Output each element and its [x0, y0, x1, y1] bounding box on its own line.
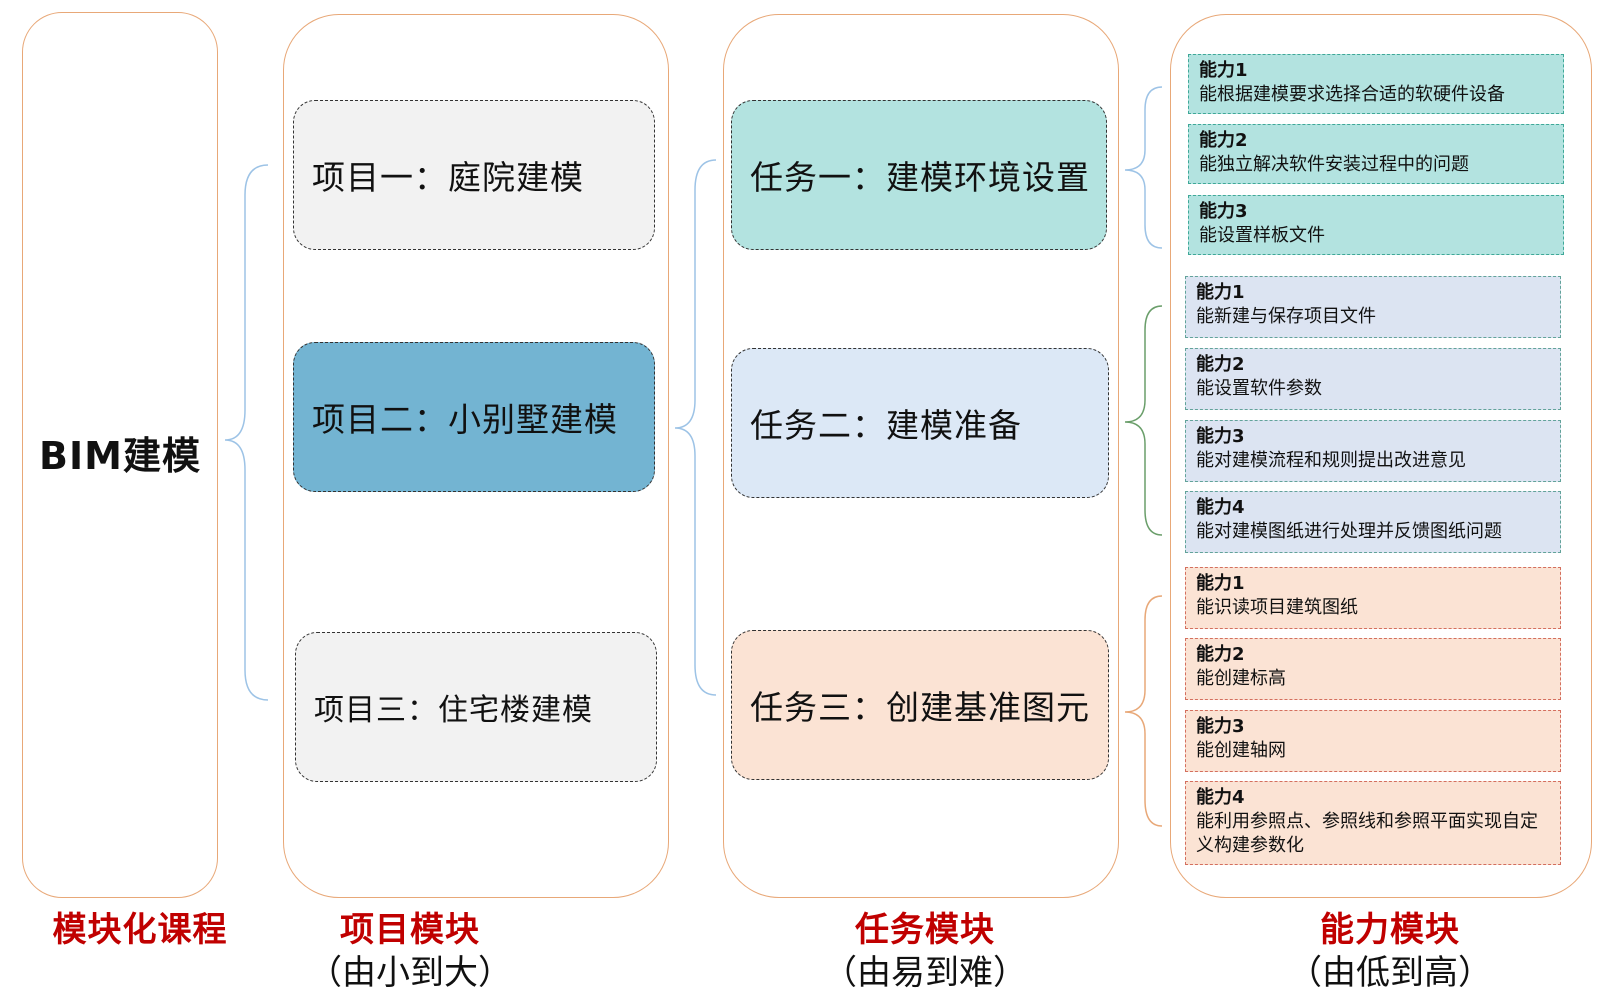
ability-box: 能力2 能创建标高: [1185, 638, 1561, 700]
ability-name: 能力4: [1196, 787, 1245, 808]
ability-name: 能力3: [1196, 426, 1245, 447]
ability-box: 能力2 能独立解决软件安装过程中的问题: [1188, 124, 1564, 184]
ability-desc: 能设置软件参数: [1196, 378, 1322, 399]
ability-desc: 能独立解决软件安装过程中的问题: [1199, 154, 1469, 175]
brace-task1-to-abilities: [1124, 86, 1163, 249]
project-box-1: 项目一：庭院建模: [293, 100, 655, 250]
brace-task2-to-abilities: [1124, 305, 1163, 536]
footer-course-title: 模块化课程: [52, 910, 228, 950]
ability-desc: 能对建模流程和规则提出改进意见: [1196, 450, 1466, 471]
footer-project-sub: （由小到大）: [308, 953, 512, 993]
footer-project-title: 项目模块: [340, 910, 480, 950]
ability-box: 能力4 能对建模图纸进行处理并反馈图纸问题: [1185, 491, 1561, 553]
course-title: BIM建模: [39, 434, 201, 478]
ability-name: 能力3: [1199, 201, 1248, 222]
brace-course-to-projects: [224, 164, 269, 701]
ability-name: 能力3: [1196, 716, 1245, 737]
ability-name: 能力2: [1196, 644, 1245, 665]
ability-desc: 能新建与保存项目文件: [1196, 306, 1376, 327]
ability-box: 能力3 能对建模流程和规则提出改进意见: [1185, 420, 1561, 482]
ability-box: 能力3 能创建轴网: [1185, 710, 1561, 772]
project-box-2: 项目二：小别墅建模: [293, 342, 655, 492]
ability-desc: 能创建标高: [1196, 668, 1286, 689]
footer-task-title: 任务模块: [855, 910, 995, 950]
footer-task-sub: （由易到难）: [823, 953, 1027, 993]
ability-name: 能力1: [1199, 60, 1248, 81]
brace-task3-to-abilities: [1124, 595, 1163, 827]
ability-name: 能力1: [1196, 282, 1245, 303]
ability-name: 能力2: [1199, 130, 1248, 151]
ability-name: 能力1: [1196, 573, 1245, 594]
ability-name: 能力4: [1196, 497, 1245, 518]
task-box-3: 任务三：创建基准图元: [731, 630, 1109, 780]
brace-project-to-tasks: [674, 159, 717, 696]
ability-desc: 能设置样板文件: [1199, 225, 1325, 246]
task-box-2: 任务二：建模准备: [731, 348, 1109, 498]
ability-desc: 能根据建模要求选择合适的软硬件设备: [1199, 84, 1505, 105]
ability-box: 能力3 能设置样板文件: [1188, 195, 1564, 255]
ability-desc: 能对建模图纸进行处理并反馈图纸问题: [1196, 521, 1502, 542]
ability-box: 能力4 能利用参照点、参照线和参照平面实现自定义构建参数化: [1185, 781, 1561, 865]
task-box-1: 任务一：建模环境设置: [731, 100, 1107, 250]
ability-box: 能力1 能识读项目建筑图纸: [1185, 567, 1561, 629]
footer-ability-title: 能力模块: [1320, 910, 1460, 950]
ability-box: 能力2 能设置软件参数: [1185, 348, 1561, 410]
course-column-panel: [22, 12, 218, 898]
ability-desc: 能利用参照点、参照线和参照平面实现自定义构建参数化: [1196, 811, 1538, 856]
ability-desc: 能识读项目建筑图纸: [1196, 597, 1358, 618]
ability-box: 能力1 能根据建模要求选择合适的软硬件设备: [1188, 54, 1564, 114]
ability-desc: 能创建轴网: [1196, 740, 1286, 761]
ability-name: 能力2: [1196, 354, 1245, 375]
project-box-3: 项目三：住宅楼建模: [295, 632, 657, 782]
ability-box: 能力1 能新建与保存项目文件: [1185, 276, 1561, 338]
footer-ability-sub: （由低到高）: [1288, 953, 1492, 993]
